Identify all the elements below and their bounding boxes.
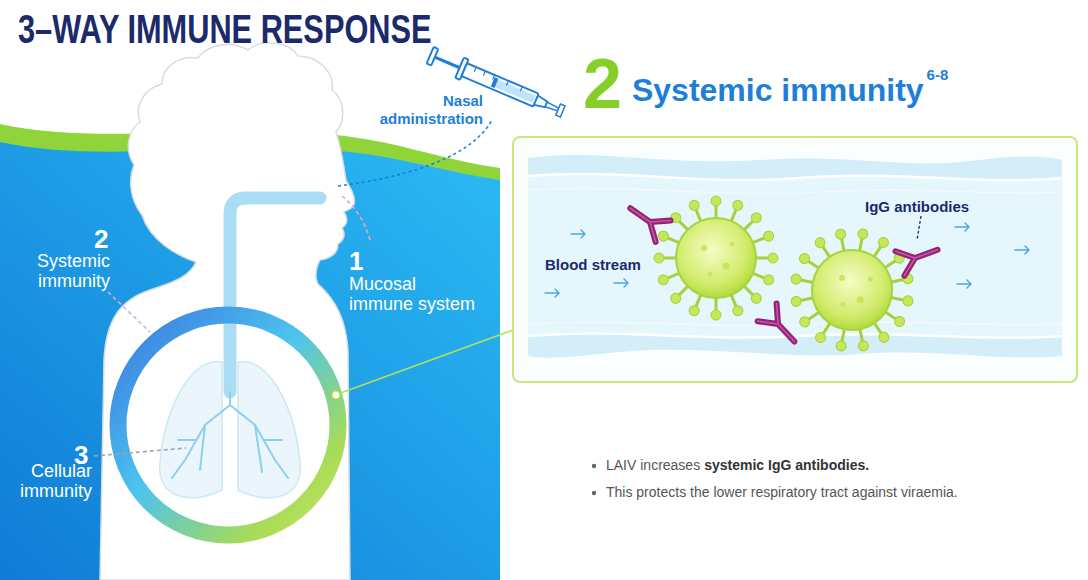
blood-vessel [528,322,1062,326]
lungs [238,361,300,497]
virus-particle [654,196,925,363]
syringe-icon [495,80,536,103]
flow-arrow [957,280,971,288]
immune-ring [118,315,338,535]
lungs [160,361,222,497]
child-silhouette [100,43,354,580]
leader-line [94,120,513,456]
leader-line [108,292,150,332]
bullet-text: LAIV increases [606,458,700,472]
blood-vessel [528,155,1062,358]
flow-arrow [545,223,1029,297]
lungs [172,392,288,478]
blood-vessel [528,155,1062,358]
immune-ring [118,315,338,535]
child-silhouette [100,43,354,580]
flow-arrow [545,289,559,297]
bullet-dot [592,491,596,495]
callout-label: IgG antibodies [865,199,969,214]
leader-line [94,448,186,456]
callout-label: Systemic immunity [25,251,110,291]
panel-background [512,136,1078,383]
diagram-title: 3–WAY IMMUNE RESPONSE [18,9,432,50]
syringe-icon [556,104,565,117]
bullet-row: LAIV increases systemic IgG antibodies. [606,458,869,472]
blood-vessel [528,174,1062,180]
ring-dot [332,391,341,400]
reference-superscript: 6-8 [927,67,949,82]
heading-row: 2 Systemic immunity6-8 [583,49,948,119]
section-heading: Systemic immunity [632,74,924,106]
section-number: 2 [583,49,622,119]
bullet-emphasis: systemic IgG antibodies. [704,458,869,472]
virus-particle [654,196,778,320]
leader-line [338,120,492,186]
callout-number: 1 [349,248,363,274]
leader-line [917,216,921,240]
leader-line [917,216,921,240]
blood-vessel [528,174,1062,338]
antibody-symbol [623,198,942,351]
callout-label: Cellular immunity [12,461,92,501]
syringe-icon [491,77,499,88]
virus-particle [779,217,924,362]
panel-background [512,136,1078,383]
callout-number: 2 [94,226,108,252]
syringe-icon [435,57,462,68]
blood-vessel [528,188,1062,193]
leader-line [342,196,370,240]
callout-label: Blood stream [545,257,641,272]
bullet-dot [592,464,596,495]
blood-vessel [528,333,1062,337]
antibody-symbol [623,198,671,242]
callout-label: Mucosal immune system [349,274,480,314]
bullet-text: This protects the lower respiratory trac… [606,485,958,499]
lungs [160,361,301,497]
ring-dot [332,391,341,400]
bullet-dot [592,464,596,468]
flow-arrow [571,230,585,238]
annotation-text: Nasal administration [363,92,483,128]
flow-arrow [614,279,628,287]
flow-arrow [1015,246,1029,254]
flow-arrow [955,223,969,231]
antibody-symbol [758,303,804,350]
leader-line [338,330,513,394]
syringe-icon [474,67,522,91]
illustration-panel: 2Systemic immunity6-8IgG antibodiesBlood… [512,136,1078,383]
antibody-symbol [896,238,942,276]
